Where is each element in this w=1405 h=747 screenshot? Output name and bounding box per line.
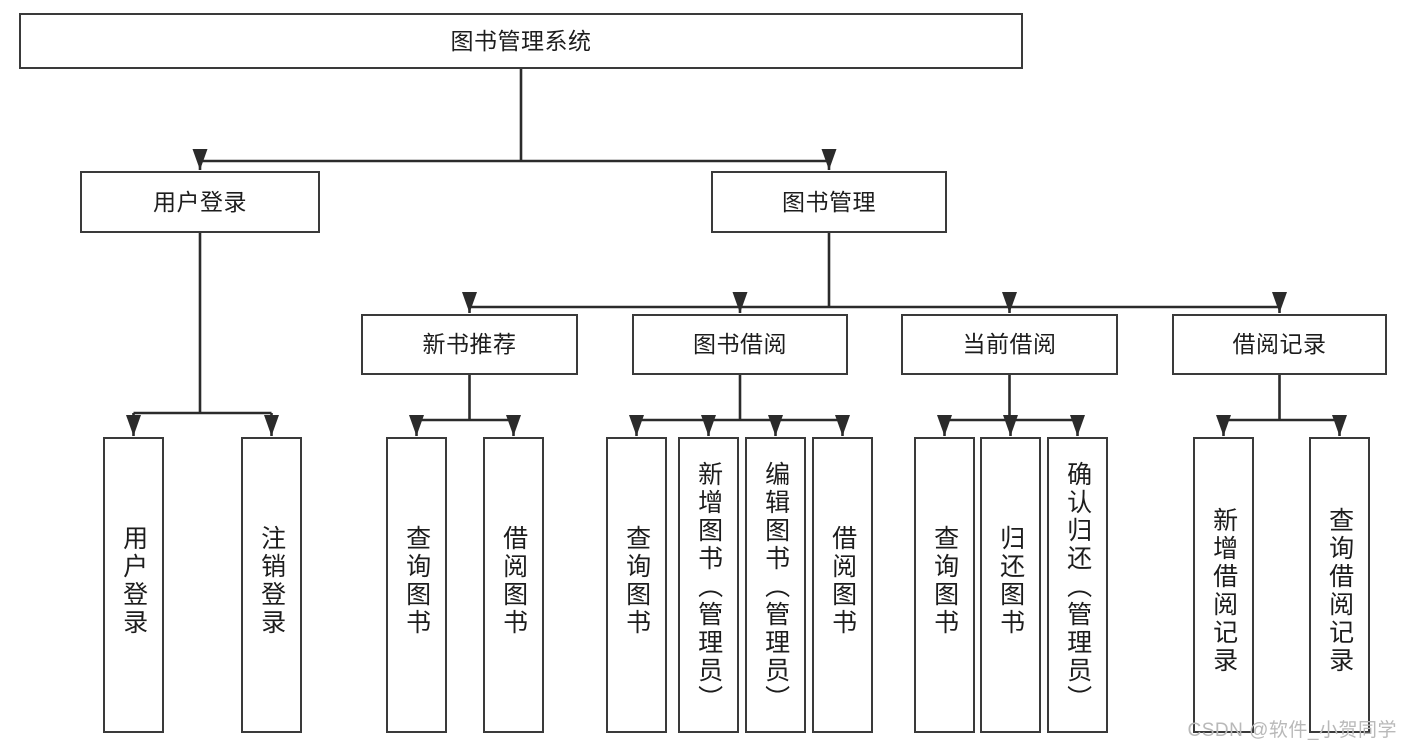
node-label: 借阅记录 (1232, 331, 1327, 358)
node-label: 借阅图书 (499, 525, 528, 637)
watermark: CSDN @软件_小贺同学 (1187, 720, 1397, 741)
node-label: 新增图书（管理员） (694, 461, 723, 713)
arrowhead-icon (821, 149, 837, 170)
arrowhead-icon (264, 415, 279, 436)
node-label: 查询借阅记录 (1325, 507, 1354, 675)
node-label: 借阅图书 (828, 525, 857, 637)
node-leaf10[interactable]: 归还图书 (980, 437, 1041, 733)
node-label: 注销登录 (257, 525, 286, 637)
node-label: 归还图书 (996, 525, 1025, 637)
arrowhead-icon (1003, 415, 1018, 436)
arrowhead-icon (1332, 415, 1347, 436)
node-leaf13[interactable]: 查询借阅记录 (1309, 437, 1370, 733)
node-borrow[interactable]: 图书借阅 (632, 314, 848, 375)
node-label: 查询图书 (402, 525, 431, 637)
node-leaf1[interactable]: 用户登录 (103, 437, 164, 733)
node-leaf5[interactable]: 查询图书 (606, 437, 667, 733)
arrowhead-icon (732, 292, 748, 313)
arrowhead-icon (1216, 415, 1231, 436)
node-records[interactable]: 借阅记录 (1172, 314, 1387, 375)
node-leaf9[interactable]: 查询图书 (914, 437, 975, 733)
node-leaf4[interactable]: 借阅图书 (483, 437, 544, 733)
node-leaf6[interactable]: 新增图书（管理员） (678, 437, 739, 733)
arrowhead-icon (1002, 292, 1017, 313)
arrowhead-icon (701, 415, 716, 436)
node-leaf8[interactable]: 借阅图书 (812, 437, 873, 733)
arrowhead-icon (1070, 415, 1085, 436)
arrowhead-icon (192, 149, 208, 170)
node-label: 图书借阅 (693, 331, 787, 358)
node-login[interactable]: 用户登录 (80, 171, 320, 233)
node-label: 图书管理系统 (450, 27, 592, 54)
node-newbook[interactable]: 新书推荐 (361, 314, 578, 375)
arrowhead-icon (629, 415, 644, 436)
node-root[interactable]: 图书管理系统 (19, 13, 1023, 69)
node-label: 查询图书 (622, 525, 651, 637)
node-label: 新增借阅记录 (1209, 507, 1238, 675)
arrowhead-icon (462, 292, 477, 313)
node-leaf2[interactable]: 注销登录 (241, 437, 302, 733)
node-label: 新书推荐 (422, 331, 517, 358)
node-label: 编辑图书（管理员） (761, 461, 790, 713)
node-label: 用户登录 (119, 525, 148, 637)
node-leaf11[interactable]: 确认归还（管理员） (1047, 437, 1108, 733)
node-current[interactable]: 当前借阅 (901, 314, 1118, 375)
node-label: 图书管理 (782, 188, 876, 215)
arrowhead-icon (937, 415, 952, 436)
arrowhead-icon (409, 415, 424, 436)
node-label: 查询图书 (930, 525, 959, 637)
arrowhead-icon (835, 415, 850, 436)
arrowhead-icon (1272, 292, 1287, 313)
node-label: 当前借阅 (962, 331, 1057, 358)
node-label: 确认归还（管理员） (1063, 461, 1092, 713)
node-leaf7[interactable]: 编辑图书（管理员） (745, 437, 806, 733)
node-label: 用户登录 (153, 188, 247, 215)
node-leaf3[interactable]: 查询图书 (386, 437, 447, 733)
node-leaf12[interactable]: 新增借阅记录 (1193, 437, 1254, 733)
node-bookmgmt[interactable]: 图书管理 (711, 171, 947, 233)
arrowhead-icon (126, 415, 141, 436)
arrowhead-icon (768, 415, 783, 436)
arrowhead-icon (506, 415, 521, 436)
